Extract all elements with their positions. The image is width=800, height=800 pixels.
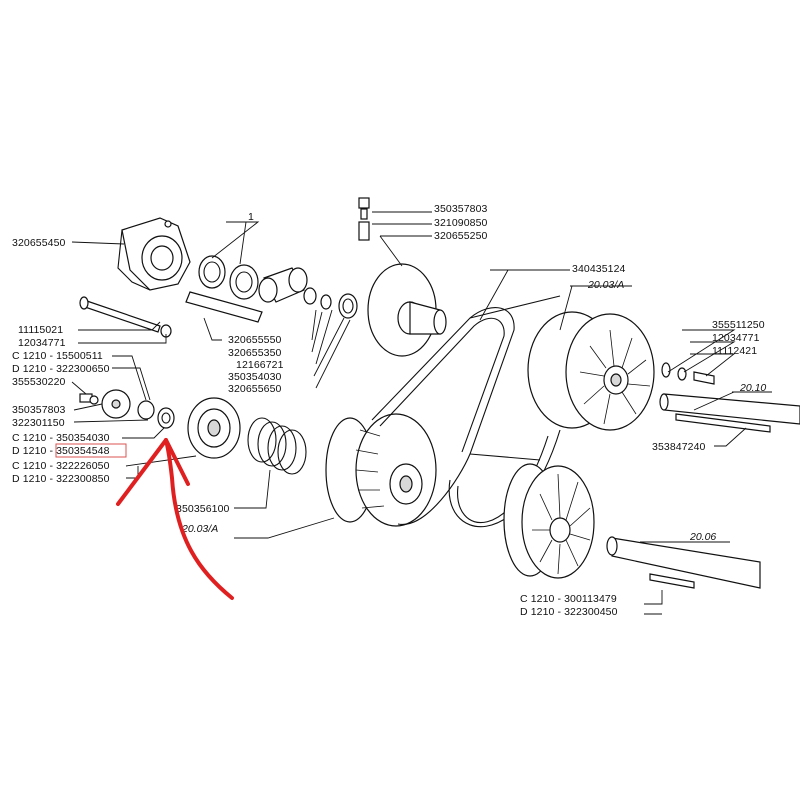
small-rings-part	[303, 287, 358, 319]
label-12034771-right: 12034771	[712, 332, 760, 344]
label-c1210-300113479: C 1210 - 300113479	[520, 593, 617, 605]
label-321090850: 321090850	[434, 217, 488, 229]
part-labels: 320655450 1 350357803 321090850 32065525…	[12, 203, 766, 618]
label-12034771-left: 12034771	[18, 337, 66, 349]
label-11112421: 11112421	[712, 345, 757, 357]
label-20-03-a-top: 20.03/A	[587, 279, 624, 291]
label-350357803-left: 350357803	[12, 404, 66, 416]
left-small-parts	[79, 389, 175, 429]
upper-driven-pulley	[527, 311, 655, 431]
variator-hub-part	[187, 397, 241, 459]
bearing-pair-part	[198, 255, 259, 300]
label-20-03-a-bottom: 20.03/A	[181, 523, 218, 535]
label-320655650: 320655650	[228, 383, 282, 395]
shaft-20-06-part	[606, 536, 761, 589]
label-320655250: 320655250	[434, 230, 488, 242]
label-355530220: 355530220	[12, 376, 66, 388]
label-340435124: 340435124	[572, 263, 626, 275]
front-variator-pulley	[325, 413, 437, 527]
spring-part	[247, 417, 307, 475]
label-d1210-322300850: D 1210 - 322300850	[12, 473, 110, 485]
label-c1210-322226050: C 1210 - 322226050	[12, 460, 110, 472]
highlight-box	[55, 443, 127, 458]
label-d1210-322300650: D 1210 - 322300650	[12, 363, 110, 375]
label-20-10: 20.10	[739, 382, 766, 394]
label-350354030-mid: 350354030	[228, 371, 282, 383]
label-353847240: 353847240	[652, 441, 706, 453]
long-bolt-part	[79, 296, 172, 338]
label-350356100: 350356100	[176, 503, 230, 515]
label-322301150: 322301150	[12, 417, 65, 429]
label-320655550: 320655550	[228, 334, 282, 346]
lower-driven-pulley	[503, 463, 595, 579]
shaft-rod-part	[185, 291, 263, 323]
label-d1210-322300450: D 1210 - 322300450	[520, 606, 618, 618]
pulley-disc-part	[367, 263, 447, 357]
label-c1210-15500511: C 1210 - 15500511	[12, 350, 103, 362]
label-350357803-top: 350357803	[434, 203, 488, 215]
label-d1210-350354548: D 1210 - 350354548	[12, 445, 110, 457]
label-11115021: 11115021	[18, 324, 63, 336]
label-20-06: 20.06	[689, 531, 716, 543]
right-small-parts	[661, 362, 715, 385]
leader-lines	[71, 211, 772, 615]
label-320655450: 320655450	[12, 237, 66, 249]
grease-fitting-part	[358, 197, 370, 241]
red-annotation-arrow	[116, 438, 234, 600]
bushing-part	[258, 267, 308, 303]
label-1: 1	[248, 211, 254, 223]
label-320655350: 320655350	[228, 347, 282, 359]
housing-bracket-part	[117, 217, 191, 291]
label-355511250: 355511250	[712, 319, 765, 331]
label-c1210-350354030: C 1210 - 350354030	[12, 432, 110, 444]
shaft-20-10-part	[659, 393, 800, 433]
label-12166721: 12166721	[236, 359, 284, 371]
